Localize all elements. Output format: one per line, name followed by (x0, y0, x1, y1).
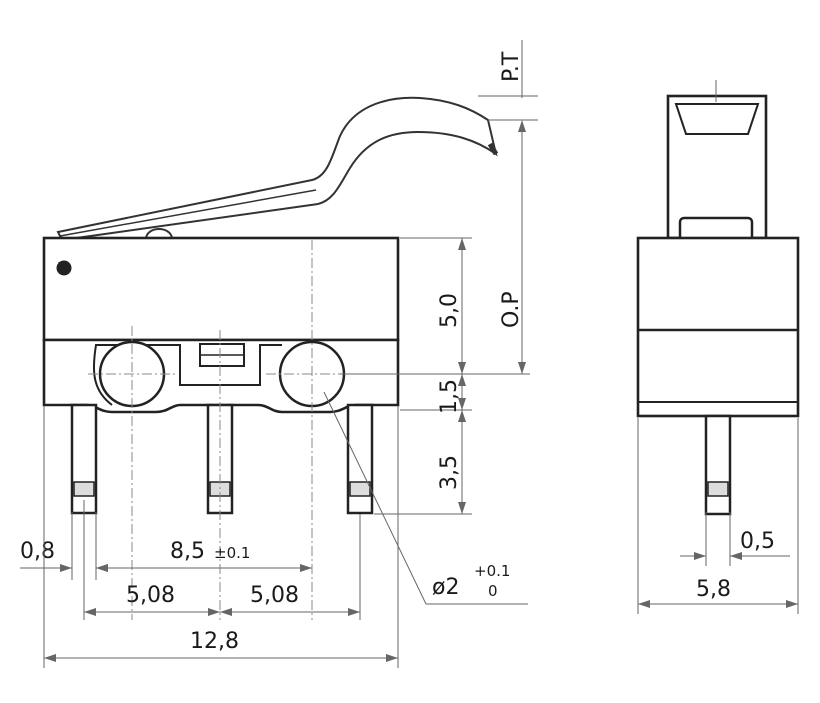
dimensions-front: P.T O.P 5,0 1,5 3,5 0,8 8,5 ±0.1 (20, 40, 538, 668)
dim-5-0: 5,0 (437, 293, 462, 328)
mark-icon (56, 260, 72, 276)
side-view (636, 80, 800, 516)
pt-label: P.T (499, 51, 524, 82)
side-body (636, 236, 800, 418)
side-terminal (704, 414, 732, 516)
dim-1-5: 1,5 (437, 379, 462, 414)
dim-8-5: 8,5 (170, 539, 205, 564)
lever (56, 96, 498, 242)
dim-hole-dia: ø2 (432, 575, 459, 600)
dim-5-08-left: 5,08 (126, 583, 175, 608)
dim-12-8: 12,8 (190, 629, 239, 654)
actuator (145, 228, 173, 239)
dim-8-5-tol: ±0.1 (214, 544, 250, 562)
dim-0-5: 0,5 (740, 529, 775, 554)
front-view (42, 96, 499, 620)
dim-3-5: 3,5 (437, 455, 462, 490)
dim-0-8: 0,8 (20, 539, 55, 564)
dim-5-8: 5,8 (696, 577, 731, 602)
switch-body (42, 236, 400, 342)
dimensions-side: 0,5 5,8 (637, 418, 799, 614)
dim-5-08-right: 5,08 (250, 583, 299, 608)
op-label: O.P (499, 291, 524, 328)
terminals (70, 403, 374, 515)
dim-hole-dia-upper: +0.1 (474, 562, 510, 580)
dim-hole-dia-lower: 0 (488, 582, 498, 600)
